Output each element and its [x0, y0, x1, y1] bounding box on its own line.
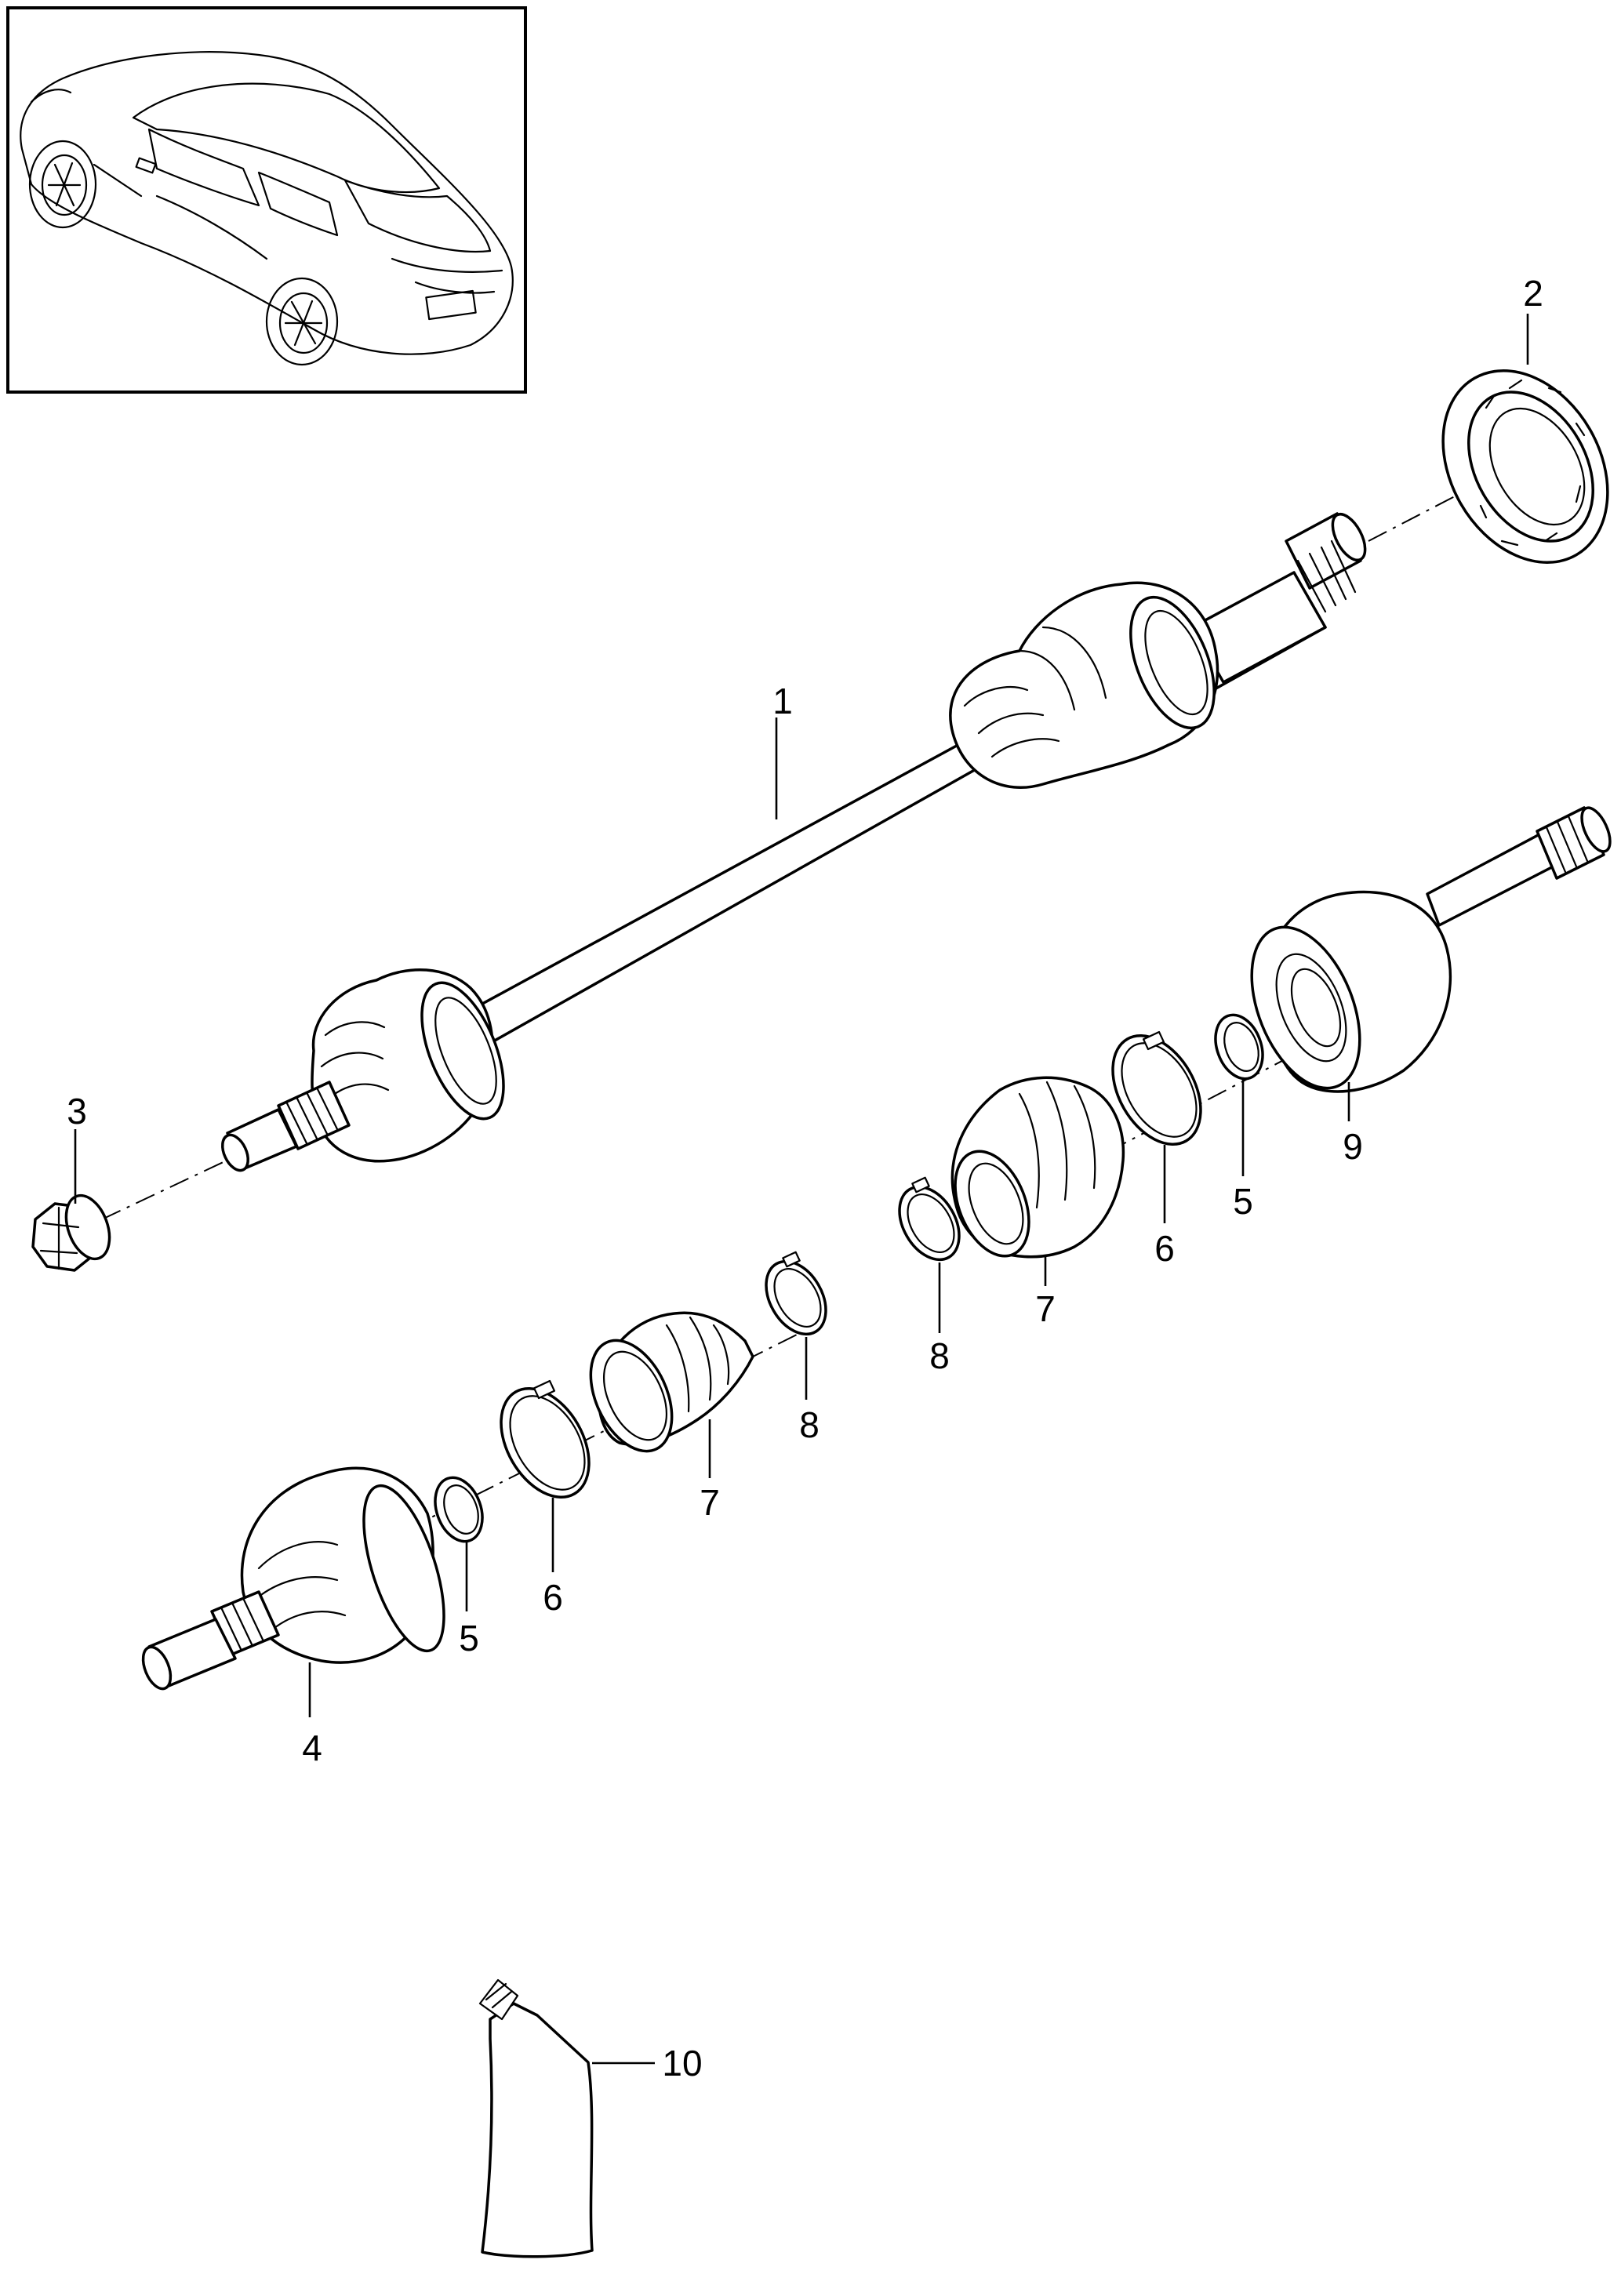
- circlip-lower: [434, 1476, 484, 1543]
- grease-tube: [478, 1978, 594, 2258]
- leader-lines: [74, 314, 1529, 2065]
- boot-clamp-small-upper: [898, 1176, 961, 1262]
- callout-5-upper: 5: [1233, 1181, 1253, 1222]
- boot-clamp-large-upper: [1111, 1030, 1202, 1146]
- circlip-upper: [1214, 1013, 1264, 1081]
- callout-6-upper: 6: [1154, 1228, 1175, 1269]
- callout-4: 4: [302, 1727, 322, 1768]
- callout-8-lower: 8: [799, 1404, 820, 1445]
- callout-9: 9: [1343, 1126, 1363, 1167]
- callout-labels: 1 2 3 4 5 5 6 6 7 7 8 8 9 10: [67, 273, 1543, 2083]
- callout-7-lower: 7: [700, 1482, 720, 1523]
- callout-8-upper: 8: [929, 1335, 950, 1376]
- callout-6-lower: 6: [543, 1577, 563, 1618]
- vehicle-thumbnail: [6, 6, 527, 394]
- seal-ring: [1441, 369, 1609, 564]
- callout-3: 3: [67, 1091, 87, 1132]
- callout-5-lower: 5: [459, 1618, 479, 1658]
- callout-7-upper: 7: [1035, 1288, 1056, 1329]
- inner-cv-joint: [1250, 806, 1612, 1093]
- outer-cv-joint: [141, 1466, 445, 1691]
- boot-clamp-small-lower: [765, 1251, 827, 1336]
- drive-shaft: [221, 512, 1367, 1172]
- joint-boot-upper: [950, 1076, 1125, 1259]
- callout-10: 10: [662, 2043, 702, 2083]
- callout-2: 2: [1523, 273, 1543, 314]
- car-illustration: [20, 51, 514, 366]
- boot-clamp-large-lower: [500, 1379, 591, 1499]
- collar-nut: [31, 1193, 111, 1272]
- joint-boot-lower: [589, 1311, 754, 1453]
- callout-1: 1: [772, 681, 793, 721]
